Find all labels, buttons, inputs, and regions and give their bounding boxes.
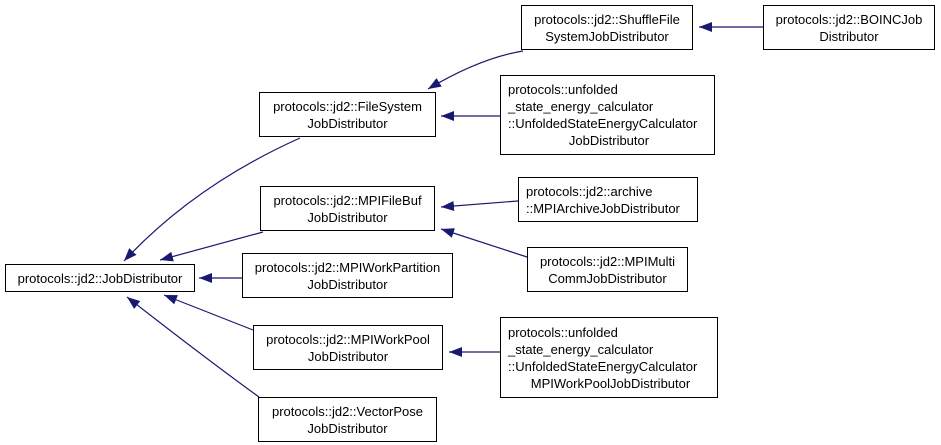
node-label-line: protocols::jd2::BOINCJob [775, 11, 923, 27]
node-label-line: protocols::jd2::MPIMulti [539, 253, 676, 269]
node-label-line: CommJobDistributor [548, 270, 667, 286]
node-label-line: protocols::jd2::MPIWorkPartition [254, 259, 441, 275]
node-label-line: ::UnfoldedStateEnergyCalculator [508, 358, 698, 374]
node-label-line: JobDistributor [568, 133, 650, 148]
node-label-line: JobDistributor [307, 348, 389, 364]
node-unfoldedstateenergycalculatormpiworkpooljobdistributor[interactable]: protocols::unfolded _state_energy_calcul… [500, 317, 718, 398]
node-mpimulticommjobdistributor[interactable]: protocols::jd2::MPIMulti CommJobDistribu… [527, 247, 688, 292]
node-vectorposejobdistributor[interactable]: protocols::jd2::VectorPose JobDistributo… [258, 397, 437, 442]
node-label-line: JobDistributor [307, 420, 388, 436]
node-boincjobdistributor[interactable]: protocols::jd2::BOINCJob Distributor [763, 5, 935, 50]
node-label-line: protocols::jd2::MPIFileBuf [273, 192, 422, 208]
edge-mpifilebuf-to-jobdistributor [159, 231, 264, 262]
edge-mpiworkpool-to-jobdistributor [163, 294, 254, 331]
node-label-line: SystemJobDistributor [545, 28, 669, 44]
node-label-line: Distributor [819, 28, 879, 44]
node-label-line: JobDistributor [307, 115, 388, 131]
edge-filesystem-to-jobdistributor [123, 137, 301, 262]
edge-vectorpose-to-jobdistributor [126, 296, 260, 398]
node-label-line: _state_energy_calculator [508, 341, 654, 357]
edge-mpimulti-to-mpifilebuf [440, 228, 528, 258]
node-label-line: protocols::jd2::MPIWorkPool [266, 331, 430, 347]
node-label-line: ::UnfoldedStateEnergyCalculator [508, 116, 698, 131]
node-label-line: protocols::jd2::FileSystem [273, 98, 422, 114]
node-label-line: protocols::unfolded [508, 324, 618, 340]
node-label-line: MPIWorkPoolJobDistributor [530, 375, 691, 391]
node-label-line: _state_energy_calculator [508, 99, 654, 114]
node-mpiworkpartitionjobdistributor[interactable]: protocols::jd2::MPIWorkPartition JobDist… [242, 253, 453, 298]
node-label-line: protocols::jd2::ShuffleFile [534, 11, 680, 27]
node-mpifilebufjobdistributor[interactable]: protocols::jd2::MPIFileBuf JobDistributo… [260, 186, 435, 231]
node-label-line: protocols::unfolded [508, 82, 618, 97]
node-mpiarchivejobdistributor[interactable]: protocols::jd2::archive ::MPIArchiveJobD… [518, 177, 698, 222]
edge-shufflefile-to-filesystem [427, 50, 524, 90]
node-jobdistributor[interactable]: protocols::jd2::JobDistributor [5, 264, 195, 292]
node-label-line: protocols::jd2::archive [526, 183, 653, 199]
node-label-line: protocols::jd2::VectorPose [271, 403, 424, 419]
node-mpiworkpooljobdistributor[interactable]: protocols::jd2::MPIWorkPool JobDistribut… [253, 325, 443, 370]
node-unfoldedstateenergycalculatorjobdistributor[interactable]: protocols::unfolded _state_energy_calcul… [500, 75, 715, 155]
node-label-line: protocols::jd2::JobDistributor [17, 270, 183, 286]
node-label-line: JobDistributor [307, 276, 388, 292]
edge-archive-to-mpifilebuf [440, 200, 519, 211]
node-filesystemjobdistributor[interactable]: protocols::jd2::FileSystem JobDistributo… [259, 92, 436, 137]
node-label-line: ::MPIArchiveJobDistributor [526, 200, 680, 216]
node-shufflefilesystemjobdistributor[interactable]: protocols::jd2::ShuffleFile SystemJobDis… [521, 5, 693, 50]
node-label-line: JobDistributor [307, 209, 388, 225]
